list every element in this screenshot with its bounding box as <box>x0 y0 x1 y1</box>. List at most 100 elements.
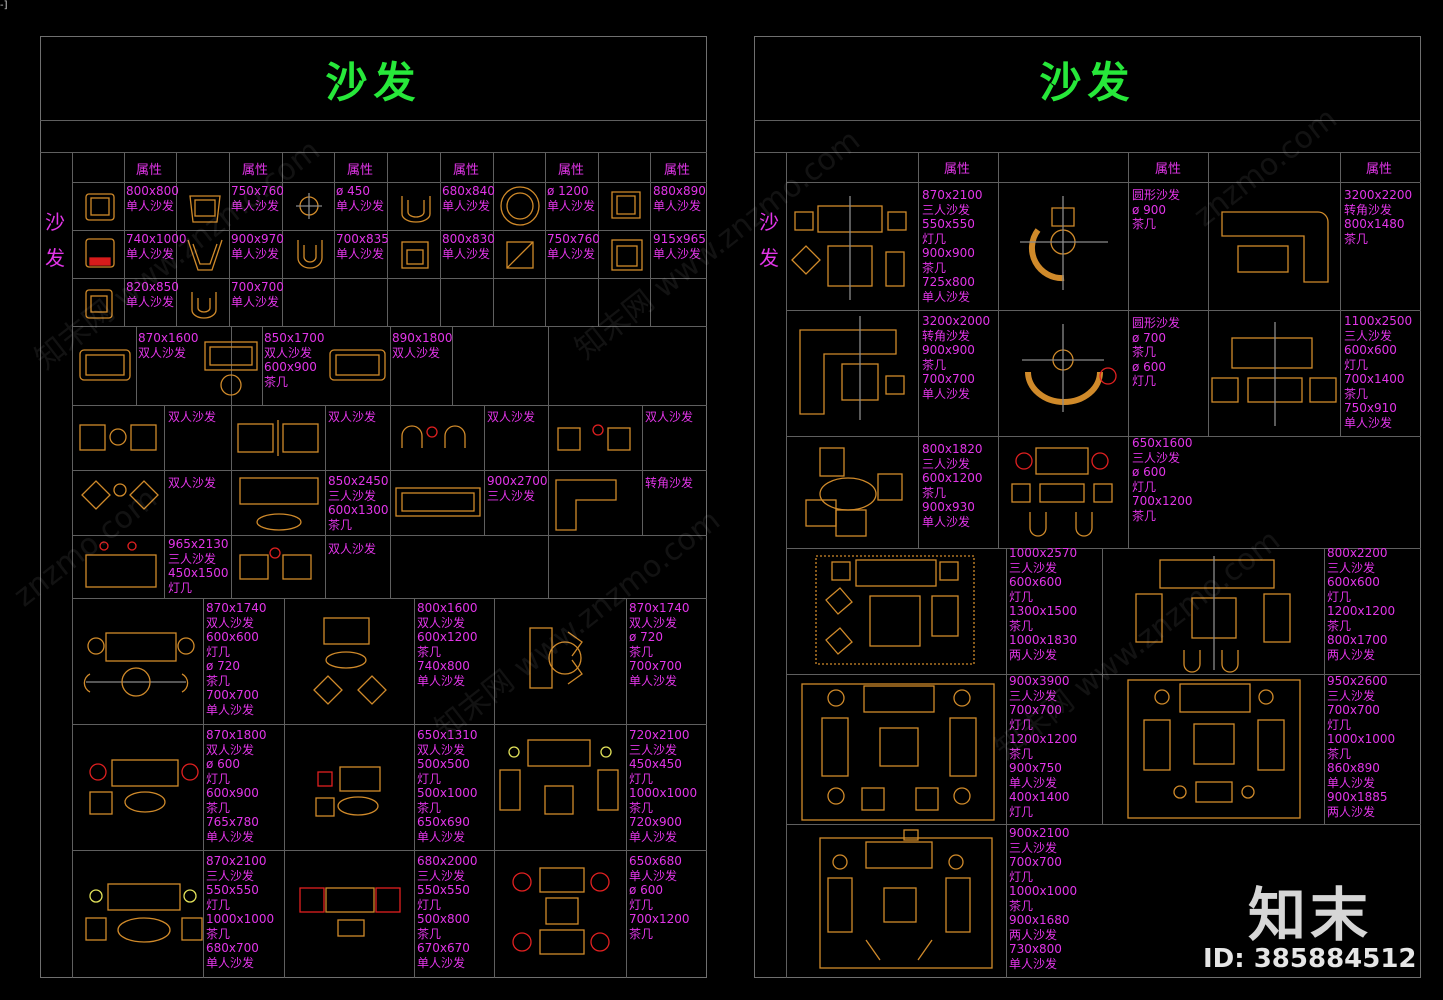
right-sheet-title: 沙发 <box>1039 58 1136 107</box>
sofa-pair-icon <box>237 420 319 456</box>
spec-label: 800x2200 三人沙发 600x600 灯几 1200x1200 茶几 80… <box>1327 546 1396 662</box>
round-sofa-icon <box>1020 196 1108 290</box>
left-sheet-title: 沙发 <box>325 58 422 107</box>
left-side-label: 沙 发 <box>42 204 68 276</box>
sofa-set-icon <box>499 739 619 815</box>
spec-label: 1100x2500 三人沙发 600x600 灯几 700x1400 茶几 75… <box>1344 314 1413 430</box>
spec-label: 915x965 单人沙发 <box>653 232 706 261</box>
spec-label: 800x830 单人沙发 <box>442 232 495 261</box>
spec-label: ø 450 单人沙发 <box>336 184 385 213</box>
sofa-set-icon <box>1135 556 1291 673</box>
right-sheet: 沙发 <box>754 36 1421 978</box>
spec-label: 650x1600 三人沙发 ø 600 灯几 700x1200 茶几 <box>1132 436 1193 523</box>
corner-sofa-icon <box>555 479 617 531</box>
sofa-set-icon <box>805 447 903 537</box>
sofa-set-icon <box>1211 322 1337 426</box>
sofa-set-icon <box>313 617 387 705</box>
header-attribute: 属性 <box>1366 162 1393 177</box>
sofa-set-icon <box>819 829 993 969</box>
corner-mark: -] <box>0 0 8 11</box>
spec-label: 680x2000 三人沙发 550x550 灯几 500x800 茶几 670x… <box>417 854 478 970</box>
sofa-icon <box>329 349 386 381</box>
spec-label: 圆形沙发 ø 700 茶几 ø 600 灯几 <box>1132 316 1181 388</box>
spec-label: ø 1200 单人沙发 <box>547 184 596 213</box>
spec-label: 双人沙发 <box>328 542 377 556</box>
side-char: 沙 <box>45 210 65 234</box>
spec-label: 双人沙发 <box>168 476 217 490</box>
header-attribute: 属性 <box>242 163 269 178</box>
spec-label: 680x840 单人沙发 <box>442 184 495 213</box>
three-seat-sofa-icon <box>239 477 319 531</box>
header-attribute: 属性 <box>347 163 374 178</box>
spec-label: 800x1600 双人沙发 600x1200 茶几 740x800 单人沙发 <box>417 601 478 688</box>
header-attribute: 属性 <box>944 162 971 177</box>
image-id-label: ID: 385884512 <box>1203 944 1417 974</box>
left-sheet: 沙发 <box>40 36 707 978</box>
sofa-pair-icon <box>79 424 157 451</box>
round-sofa-icon <box>1022 324 1117 412</box>
spec-label: 双人沙发 <box>645 410 694 424</box>
spec-label: 双人沙发 <box>328 410 377 424</box>
spec-label: 3200x2200 转角沙发 800x1480 茶几 <box>1344 188 1413 246</box>
sofa-icon <box>204 341 258 396</box>
sofa-set-icon <box>89 759 199 815</box>
side-char: 沙 <box>759 210 779 234</box>
sofa-set-icon <box>299 887 401 937</box>
spec-label: 820x850 单人沙发 <box>126 280 179 309</box>
spec-label: 800x1820 三人沙发 600x1200 茶几 900x930 单人沙发 <box>922 442 983 529</box>
armchair-icon <box>85 193 115 221</box>
spec-label: 750x760 单人沙发 <box>231 184 284 213</box>
three-seat-sofa-icon <box>85 541 157 588</box>
sofa-set-icon <box>512 867 610 955</box>
header-attribute: 属性 <box>664 163 691 178</box>
spec-label: 740x1000 单人沙发 <box>126 232 187 261</box>
spec-label: 880x890 单人沙发 <box>653 184 706 213</box>
spec-label: 890x1800 双人沙发 <box>392 331 453 360</box>
armchair-icon <box>401 196 431 223</box>
spec-label: 965x2130 三人沙发 450x1500 灯几 <box>168 537 229 595</box>
spec-label: 900x970 单人沙发 <box>231 232 284 261</box>
corner-sofa-icon <box>799 316 905 420</box>
side-char: 发 <box>759 246 779 270</box>
spec-label: 850x1700 双人沙发 600x900 茶几 <box>264 331 325 389</box>
round-chair-icon <box>296 193 322 219</box>
header-attribute: 属性 <box>136 163 163 178</box>
spec-label: 双人沙发 <box>168 410 217 424</box>
sofa-set-icon <box>315 766 381 817</box>
header-attribute: 属性 <box>453 163 480 178</box>
spec-label: 转角沙发 <box>645 476 694 490</box>
armchair-icon <box>85 289 113 319</box>
armchair-icon <box>191 292 217 319</box>
sofa-pair-icon <box>81 480 159 510</box>
armchair-icon <box>297 240 323 269</box>
spec-label: 650x1310 双人沙发 500x500 灯几 500x1000 茶几 650… <box>417 728 478 844</box>
spec-label: 650x680 单人沙发 ø 600 灯几 700x1200 茶几 <box>629 854 690 941</box>
sofa-set-icon <box>83 632 195 697</box>
sofa-set-icon <box>801 683 995 821</box>
spec-label: 900x3900 三人沙发 700x700 灯几 1200x1200 茶几 90… <box>1009 674 1078 819</box>
spec-label: 870x1740 双人沙发 600x600 灯几 ø 720 茶几 700x70… <box>206 601 267 717</box>
side-char: 发 <box>45 246 65 270</box>
armchair-icon <box>187 239 223 271</box>
sofa-pair-icon <box>557 424 631 451</box>
brand-logo: 知末 <box>1248 881 1373 949</box>
sofa-set-icon <box>791 196 907 300</box>
sofa-pair-icon <box>401 425 466 448</box>
spec-label: 950x2600 三人沙发 700x700 灯几 1000x1000 茶几 86… <box>1327 674 1396 819</box>
three-seat-sofa-icon <box>395 487 481 517</box>
spec-label: 3200x2000 转角沙发 900x900 茶几 700x700 单人沙发 <box>922 314 991 401</box>
spec-label: 700x700 单人沙发 <box>231 280 284 309</box>
spec-label: 700x835 单人沙发 <box>336 232 389 261</box>
spec-label: 870x1800 双人沙发 ø 600 灯几 600x900 茶几 765x78… <box>206 728 267 844</box>
right-side-label: 沙 发 <box>756 204 782 276</box>
armchair-icon <box>611 239 643 271</box>
armchair-icon <box>611 191 641 219</box>
sofa-set-icon <box>1127 679 1301 819</box>
spec-label: 800x800 单人沙发 <box>126 184 179 213</box>
spec-label: 720x2100 三人沙发 450x450 灯几 1000x1000 茶几 72… <box>629 728 698 844</box>
armchair-icon <box>85 238 115 268</box>
spec-label: 870x2100 三人沙发 550x550 灯几 900x900 茶几 725x… <box>922 188 983 304</box>
armchair-icon <box>506 241 534 269</box>
armchair-icon <box>189 195 221 223</box>
